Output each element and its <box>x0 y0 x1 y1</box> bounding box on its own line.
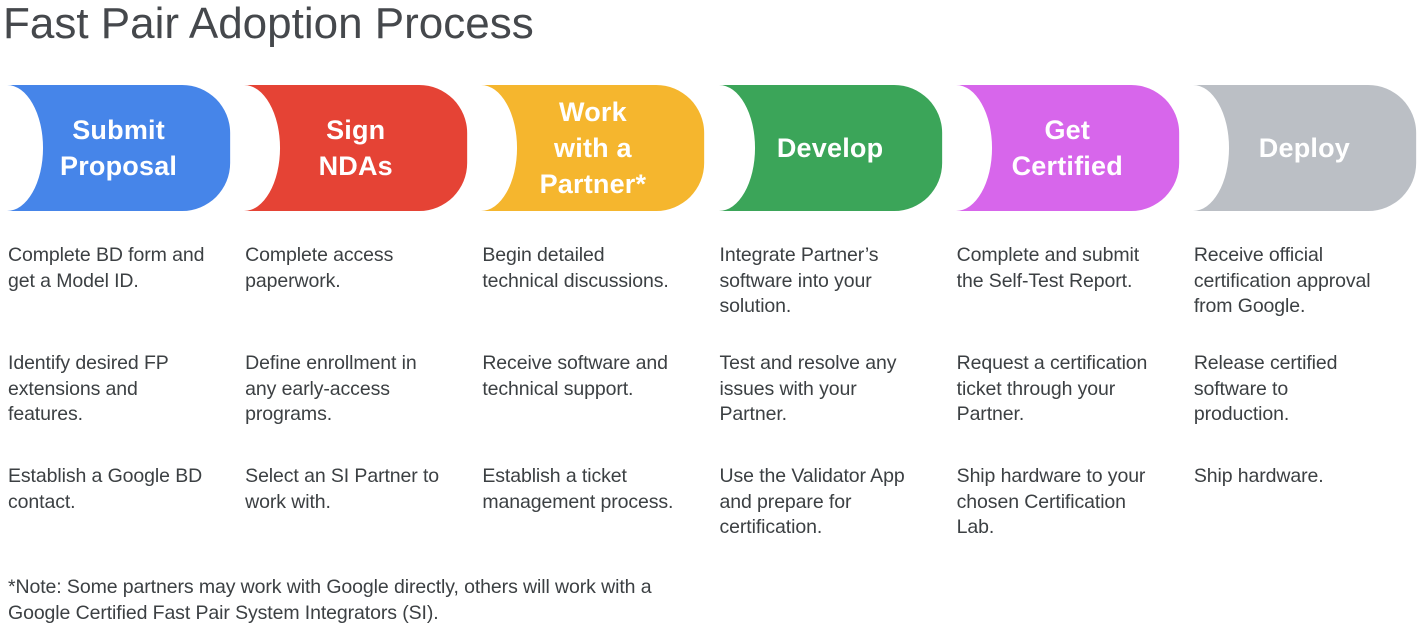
bullet-text: Request a certification ticket through y… <box>956 352 1148 425</box>
bullet-text: Select an SI Partner to work with. <box>245 465 440 513</box>
column-sign-ndas: Complete access paperwork. Define enroll… <box>237 211 474 574</box>
stage-get-certified: Get Certified <box>949 85 1186 211</box>
bullet-text: Complete and submit the Self-Test Report… <box>956 244 1140 292</box>
bullet-text: Use the Validator App and prepare for ce… <box>719 465 905 538</box>
bullet-text: Test and resolve any issues with your Pa… <box>719 352 897 425</box>
stage-label: Sign NDAs <box>318 115 393 181</box>
stage-label: Work with a Partner* <box>539 97 647 199</box>
bullet-text: Receive official certification approval … <box>1193 244 1371 317</box>
column-work-with-partner: Begin detailed technical discussions. Re… <box>474 211 711 574</box>
bullet-text: Identify desired FP extensions and featu… <box>8 352 169 425</box>
bullet-text: Define enrollment in any early-access pr… <box>245 352 417 425</box>
stage-shape <box>1192 85 1416 211</box>
stage-shape <box>244 85 468 211</box>
column-get-certified: Complete and submit the Self-Test Report… <box>949 211 1186 574</box>
bullet-text: Receive software and technical support. <box>482 352 668 400</box>
stage-deploy: Deploy <box>1186 85 1423 211</box>
stage-descriptions: Complete BD form and get a Model ID. Ide… <box>0 211 1423 574</box>
bullet-text: Ship hardware. <box>1193 465 1324 487</box>
bullet-text: Release certified software to production… <box>1193 352 1338 425</box>
stage-label: Develop <box>776 133 884 163</box>
column-submit-proposal: Complete BD form and get a Model ID. Ide… <box>0 211 237 574</box>
page-title: Fast Pair Adoption Process <box>3 0 534 48</box>
stage-sign-ndas: Sign NDAs <box>237 85 474 211</box>
bullet-text: Complete access paperwork. <box>245 244 394 292</box>
stage-shape <box>718 85 942 211</box>
column-develop: Integrate Partner’s software into your s… <box>712 211 949 574</box>
bullet-text: Integrate Partner’s software into your s… <box>719 244 879 317</box>
stage-label: Deploy <box>1258 133 1351 163</box>
stage-work-with-partner: Work with a Partner* <box>474 85 711 211</box>
bullet-text: Complete BD form and get a Model ID. <box>8 244 205 292</box>
bullet-text: Begin detailed technical discussions. <box>482 244 669 292</box>
bullet-text: Ship hardware to your chosen Certificati… <box>956 465 1146 538</box>
bullet-text: Establish a ticket management process. <box>482 465 674 513</box>
stage-shape <box>955 85 1179 211</box>
stage-shape <box>7 85 231 211</box>
column-deploy: Receive official certification approval … <box>1186 211 1423 574</box>
stage-band: Submit Proposal Sign NDAs Work with a Pa… <box>0 85 1423 211</box>
footnote: *Note: Some partners may work with Googl… <box>8 576 652 624</box>
stage-label: Submit Proposal <box>60 115 178 181</box>
stage-develop: Develop <box>712 85 949 211</box>
stage-submit-proposal: Submit Proposal <box>0 85 237 211</box>
stage-label: Get Certified <box>1011 115 1123 181</box>
bullet-text: Establish a Google BD contact. <box>8 465 203 513</box>
stage-shape <box>481 85 705 211</box>
